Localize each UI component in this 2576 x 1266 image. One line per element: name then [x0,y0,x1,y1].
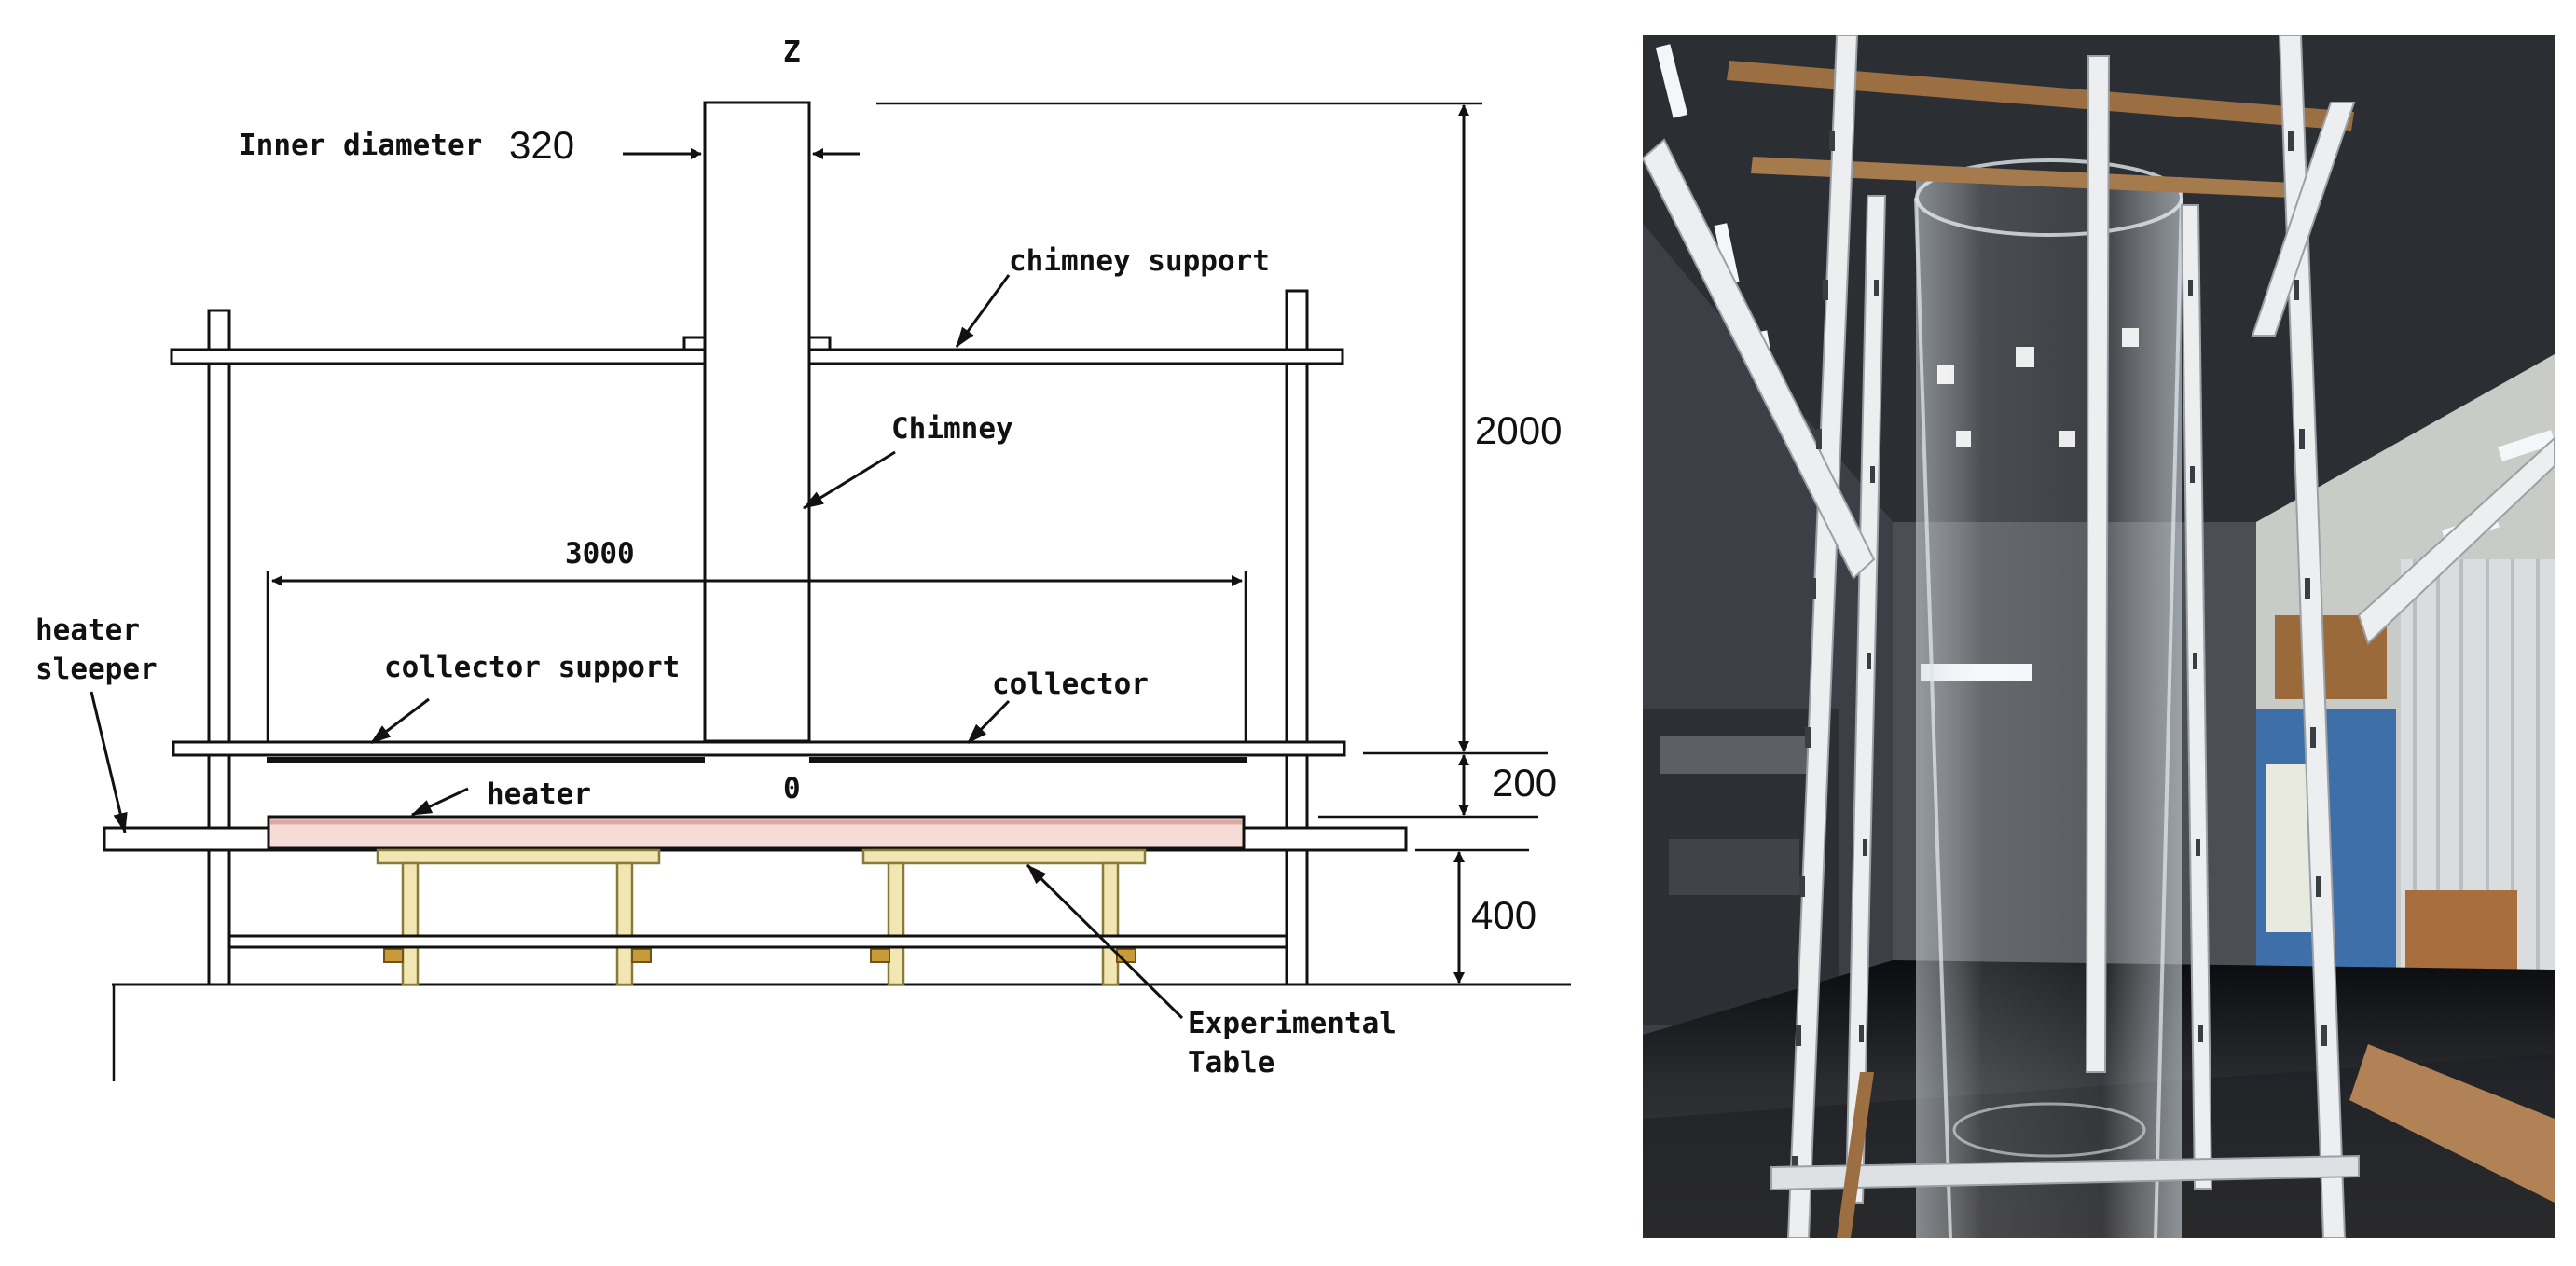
frame-post-left [207,309,231,986]
experimental-table-label-1: Experimental [1188,1007,1397,1040]
heater-sleeper-label-2: sleeper [35,653,158,686]
axis-z-label: Z [783,35,801,69]
inner-diameter-value: 320 [509,123,574,167]
inner-diameter-label: Inner diameter [239,129,482,162]
schematic-diagram: Z Inner diameter 320 chimney support Chi… [35,35,1571,1081]
leader-collector-support [370,697,430,745]
experimental-table-left [376,848,661,986]
origin-label: 0 [783,772,801,805]
leader-heater-sleeper [90,691,128,834]
chimney-label: Chimney [891,412,1013,446]
chimney-clamp-left [682,336,707,351]
dim-3000-label: 3000 [565,537,635,571]
leader-heater [411,787,469,817]
collector-support-bar [172,740,1346,757]
experimental-table-right [861,848,1147,986]
dim-200-label: 200 [1492,761,1557,805]
frame-post-right [1285,289,1309,986]
dim-2000-label: 2000 [1475,408,1562,452]
chimney-tube [703,101,811,743]
heater-sleeper-label-1: heater [35,613,140,647]
leader-collector [966,699,1011,745]
collector-support-label: collector support [384,651,680,684]
chimney-support-label: chimney support [1009,244,1270,278]
lower-rail [227,934,1288,949]
experiment-photo [1643,35,2555,1238]
leader-chimney [803,450,896,510]
heater-label: heater [487,777,591,811]
experimental-table-label-2: Table [1188,1046,1274,1080]
dim-400-label: 400 [1471,893,1536,937]
chimney-clamp-right [807,336,832,351]
leader-chimney-support [955,274,1011,348]
collector-label: collector [992,667,1149,701]
leader-experimental-table [1026,863,1184,1020]
